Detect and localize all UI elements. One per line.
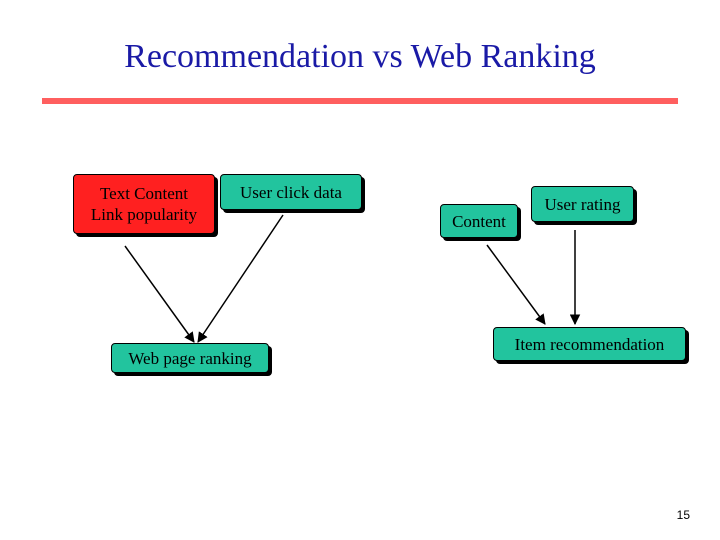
slide-title: Recommendation vs Web Ranking [124, 38, 596, 75]
node-item-recommendation: Item recommendation [493, 327, 686, 361]
title-underline [42, 98, 678, 104]
arrow-content-to-item-recommendation [486, 244, 546, 325]
node-link-popularity-label: Link popularity [90, 205, 198, 224]
node-user-click-data: User click data [220, 174, 362, 210]
node-text-content-label: Text Content [99, 184, 189, 203]
page-number: 15 [676, 508, 690, 522]
node-web-page-ranking: Web page ranking [111, 343, 269, 373]
arrow-text-link-to-web-ranking [124, 245, 195, 343]
node-user-click-data-label: User click data [240, 182, 342, 202]
node-item-recommendation-label: Item recommendation [514, 334, 665, 354]
node-user-rating-label: User rating [544, 194, 621, 214]
arrow-user-click-to-web-ranking [197, 214, 284, 343]
node-user-rating: User rating [531, 186, 634, 222]
node-content-label: Content [452, 211, 506, 231]
node-content: Content [440, 204, 518, 238]
node-text-content-link-popularity: Text Content Link popularity [73, 174, 215, 234]
node-web-page-ranking-label: Web page ranking [128, 348, 252, 368]
